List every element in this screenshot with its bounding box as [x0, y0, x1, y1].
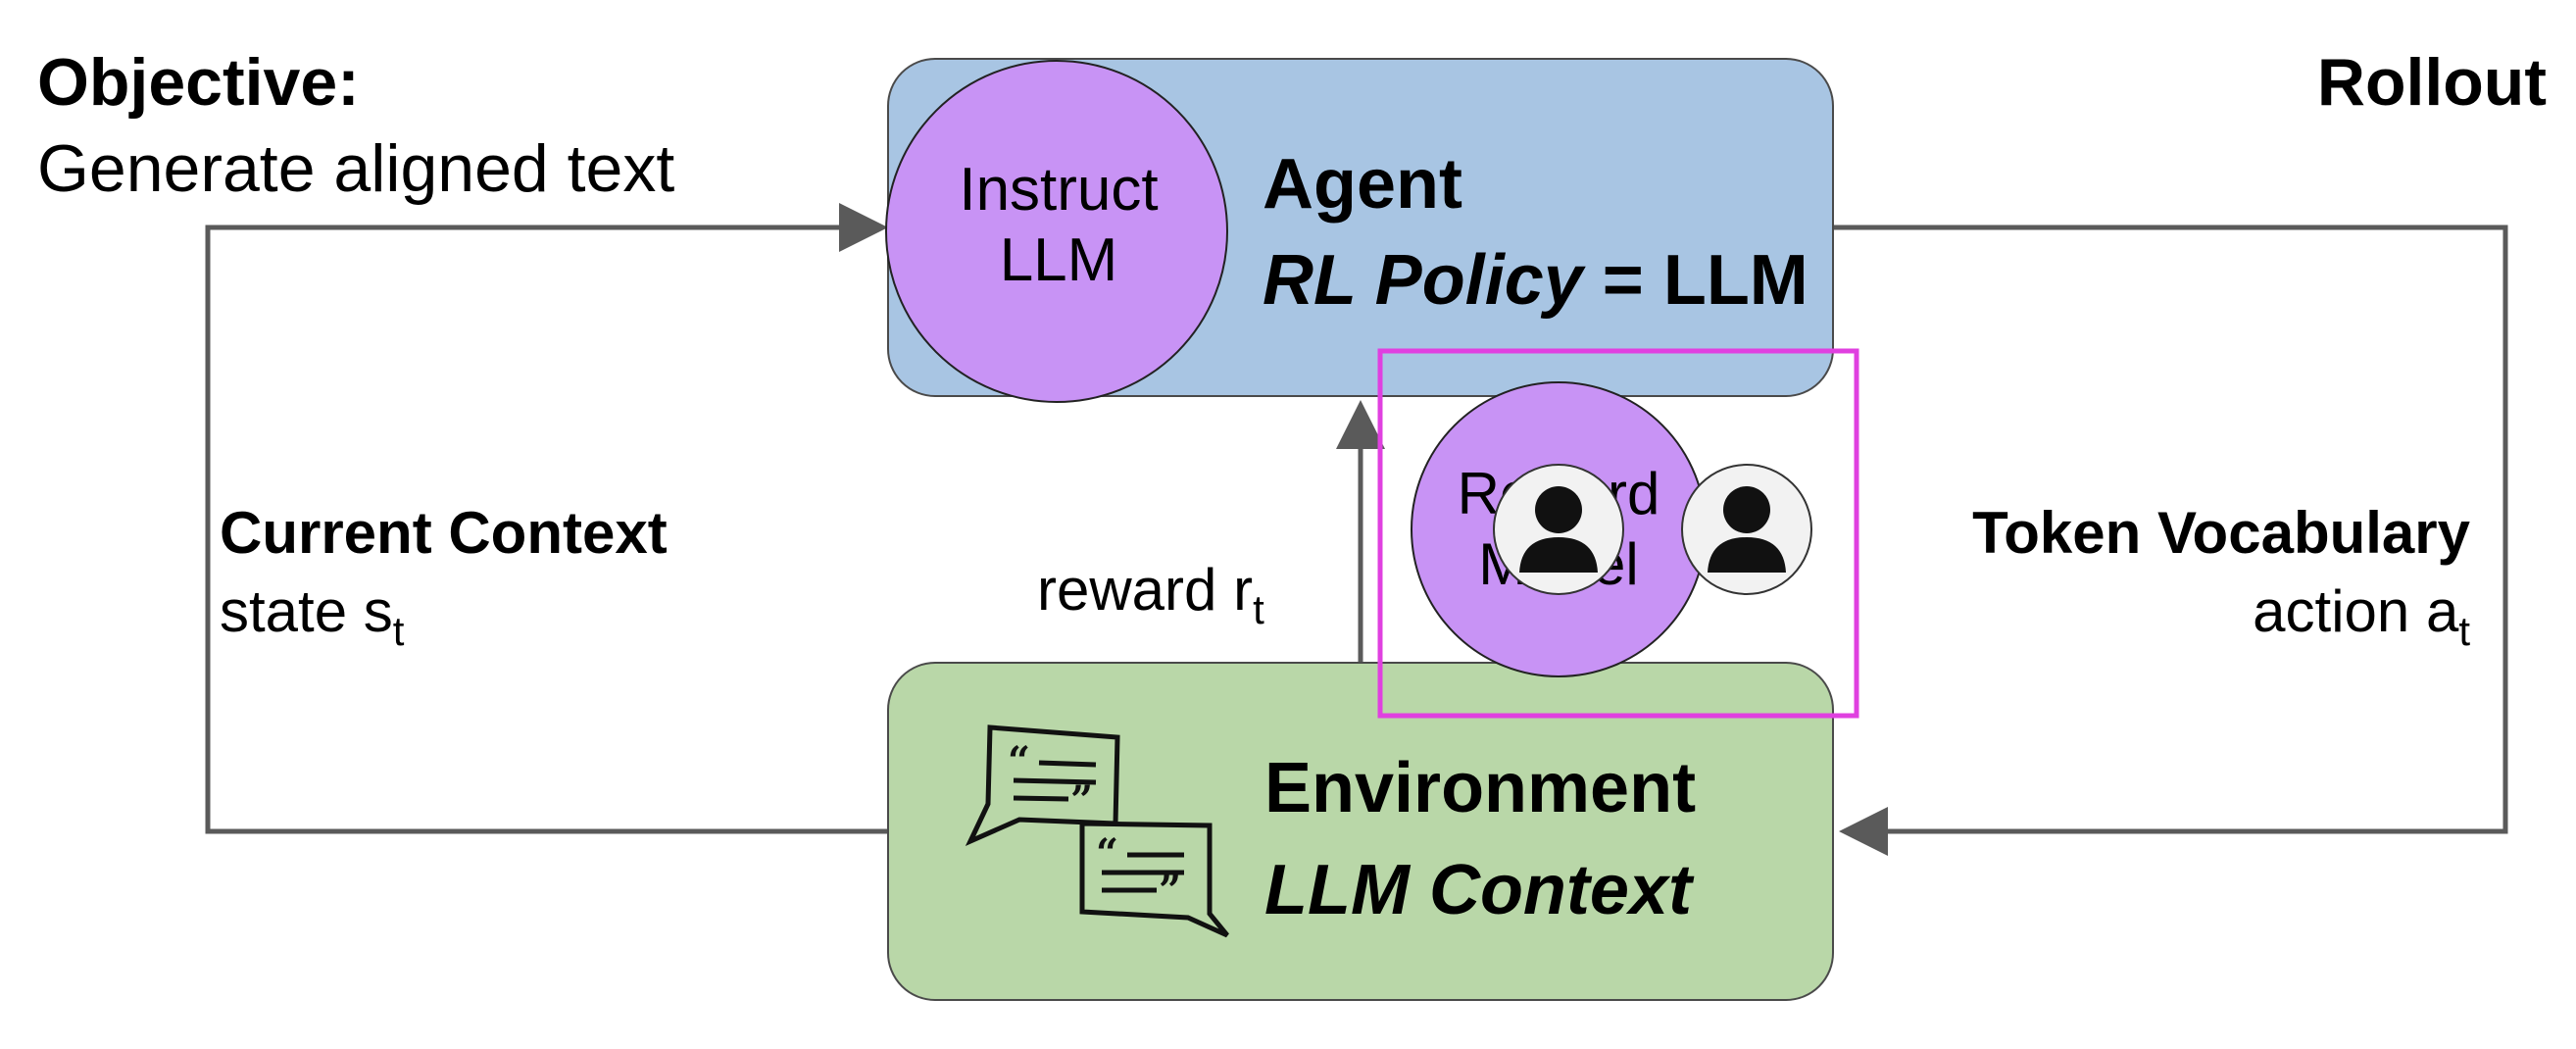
svg-text:“: “ [1096, 830, 1118, 876]
reward-text: reward r [1037, 557, 1254, 623]
objective-text: Generate aligned text [37, 131, 675, 206]
reward-subscript: t [1253, 586, 1264, 632]
svg-text:”: ” [1159, 868, 1181, 914]
agent-policy-italic: RL Policy [1263, 241, 1583, 320]
instruct-llm-circle [885, 60, 1228, 403]
action-label: action at [2253, 576, 2470, 667]
person-icon [1493, 464, 1624, 595]
environment-subtitle: LLM Context [1264, 851, 1692, 929]
objective-heading: Objective: [37, 45, 360, 120]
chat-quote-icon: “ ” “ ” [965, 724, 1229, 938]
state-label: state st [220, 576, 404, 667]
agent-title: Agent [1263, 145, 1462, 224]
instruct-llm-label: Instruct LLM [959, 156, 1159, 294]
agent-policy: RL Policy = LLM [1263, 239, 1808, 322]
environment-title: Environment [1264, 749, 1697, 827]
current-context-heading: Current Context [220, 500, 668, 566]
action-subscript: t [2458, 608, 2470, 654]
svg-text:“: “ [1008, 738, 1030, 784]
person-icon [1681, 464, 1812, 595]
state-subscript: t [392, 608, 405, 654]
action-arrow [1833, 225, 2508, 856]
rollout-label: Rollout [2316, 45, 2547, 120]
action-text: action a [2253, 578, 2459, 644]
reward-label: reward rt [1037, 555, 1264, 645]
reward-model-highlight [1377, 348, 1859, 719]
state-arrow [205, 203, 888, 834]
token-vocabulary-heading: Token Vocabulary [1972, 500, 2470, 566]
agent-policy-rest: = LLM [1582, 241, 1808, 320]
svg-text:”: ” [1070, 777, 1093, 824]
state-text: state s [220, 578, 393, 644]
